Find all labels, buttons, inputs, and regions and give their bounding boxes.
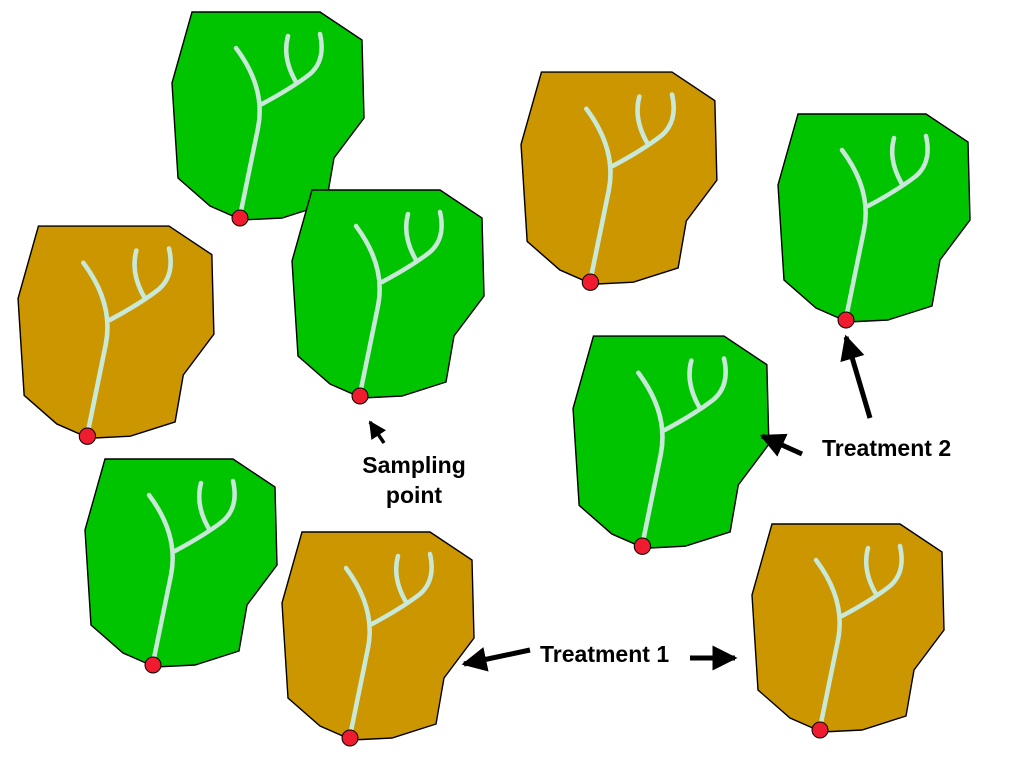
stream-network [146, 478, 237, 666]
sampling-point-marker [144, 656, 162, 674]
stream-network [353, 209, 444, 397]
treatment1-label: Treatment 1 [540, 641, 670, 667]
sampling-point-marker [811, 721, 829, 739]
sampling-point-arrow [368, 420, 387, 444]
treatment1-arrow-left [461, 647, 531, 672]
stream-network [343, 551, 434, 739]
stream-network [584, 92, 676, 283]
watershed-area [751, 523, 945, 733]
sampling-point-marker [78, 427, 97, 445]
stream-network [839, 133, 930, 321]
treatment2-arrow-up [840, 334, 873, 419]
sampling-point-marker [351, 387, 369, 405]
sampling-point-marker [231, 209, 249, 227]
watershed-area [17, 225, 215, 439]
watershed-control [17, 225, 215, 445]
stream-network [813, 543, 904, 731]
watershed-treated [777, 113, 971, 329]
sampling-point-marker [341, 729, 359, 747]
sampling-point-label-line1: Sampling [362, 452, 466, 478]
watershed-control [281, 531, 475, 747]
treatment2-arrow-left [759, 433, 804, 457]
watershed-treated [572, 335, 770, 555]
stream-network [636, 356, 728, 547]
sampling-point-marker [633, 537, 652, 555]
watershed-control [520, 71, 718, 291]
watershed-area [84, 458, 278, 668]
treatment2-label: Treatment 2 [822, 435, 952, 461]
watershed-treated [291, 189, 485, 405]
sampling-point-label-line2: point [385, 482, 443, 508]
watershed-area [281, 531, 475, 741]
sampling-point-marker [837, 311, 855, 329]
sampling-point-marker [581, 273, 600, 291]
watershed-area [291, 189, 485, 399]
watershed-treated [171, 11, 365, 227]
watershed-control [751, 523, 945, 739]
stream-network [233, 31, 324, 219]
watershed-area [777, 113, 971, 323]
watershed-area [572, 335, 770, 549]
sampling-point-label: Sampling point [342, 450, 486, 510]
watershed-treated [84, 458, 278, 674]
watershed-area [171, 11, 365, 221]
stream-network [81, 246, 173, 437]
watershed-area [520, 71, 718, 285]
